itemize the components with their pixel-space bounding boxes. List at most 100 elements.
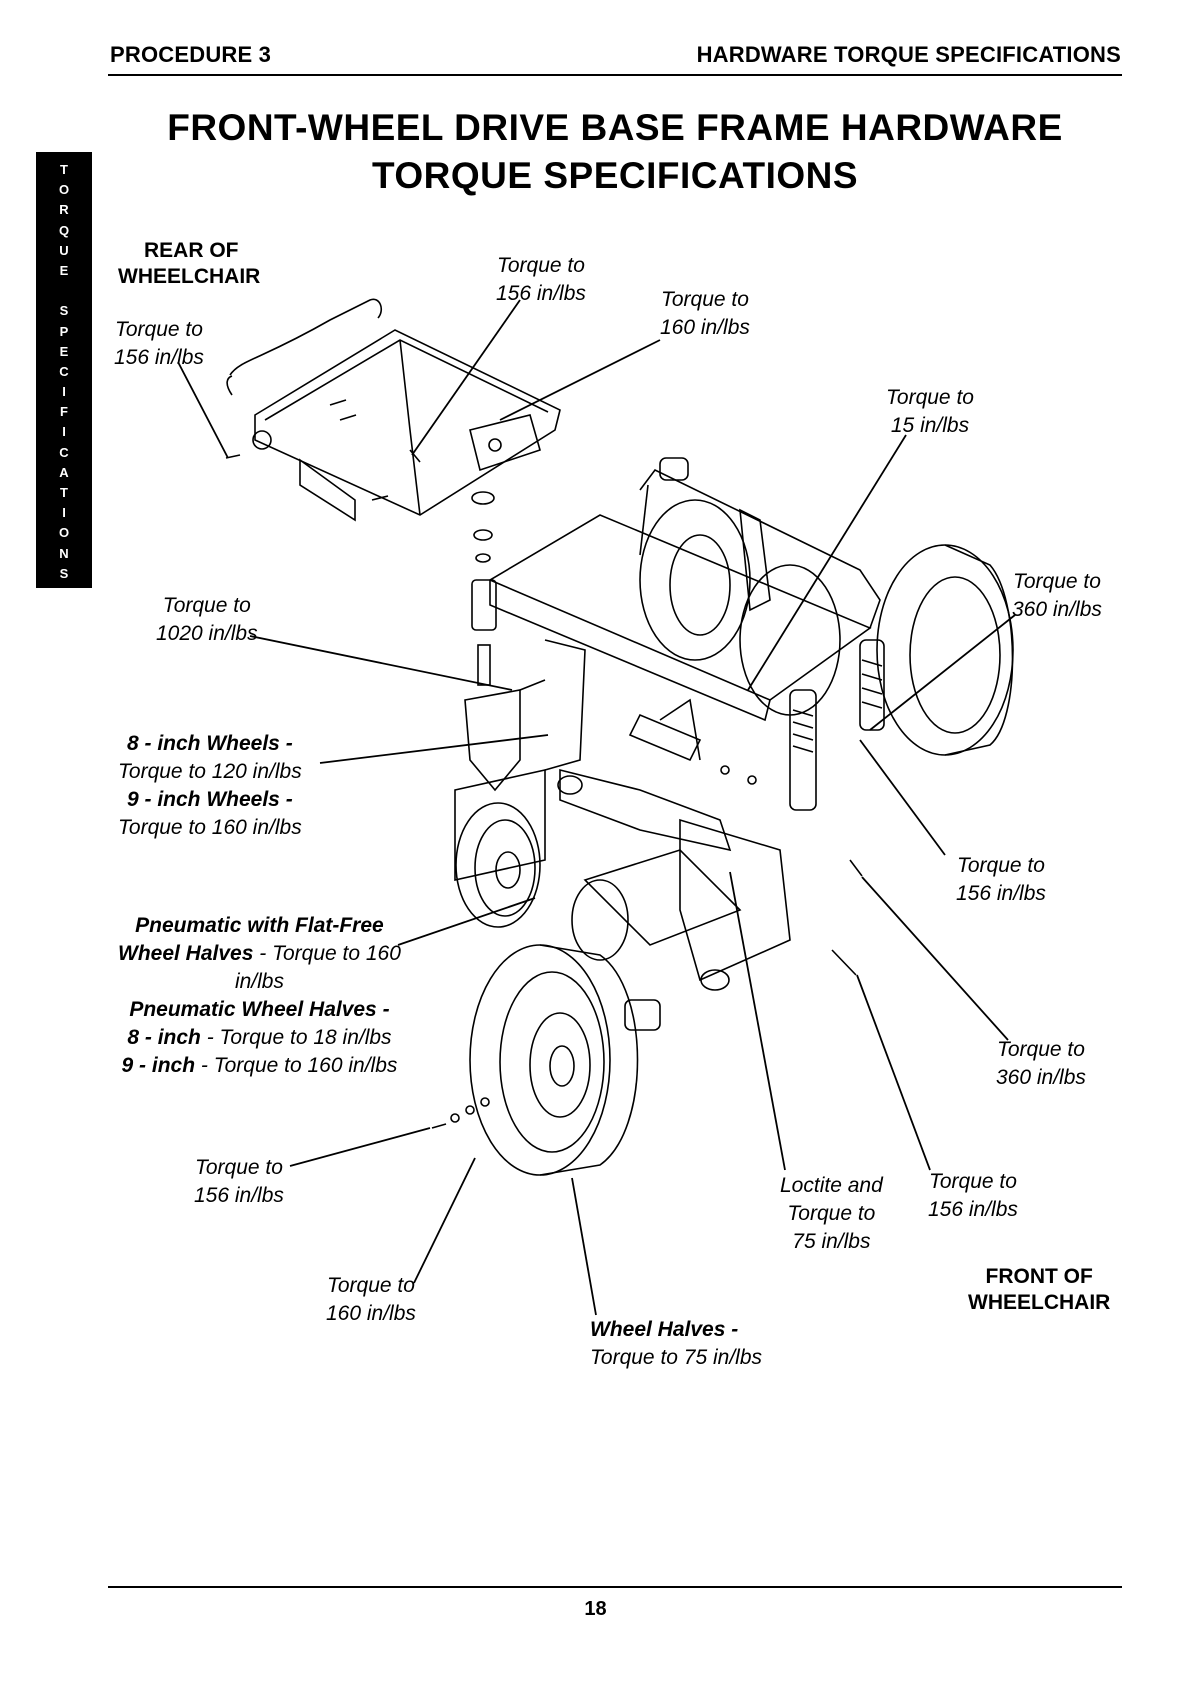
side-tab-letter: A bbox=[59, 464, 69, 480]
callout-seat-center-bolt: Torque to 156 in/lbs bbox=[496, 252, 586, 308]
callout-line: Torque to bbox=[114, 318, 203, 341]
callout-line: Torque to bbox=[162, 594, 251, 617]
callout-line: 360 in/lbs bbox=[996, 1066, 1086, 1089]
callout-line: Torque to bbox=[660, 288, 749, 311]
page-title-line1: FRONT-WHEEL DRIVE BASE FRAME HARDWARE bbox=[167, 107, 1063, 148]
callout-line: 1020 in/lbs bbox=[156, 622, 258, 645]
callout-line: 156 in/lbs bbox=[928, 1198, 1018, 1221]
callout-arm-bolt: Torque to 156 in/lbs bbox=[928, 1168, 1018, 1224]
side-tab-letter: I bbox=[62, 424, 66, 440]
callout-line: 156 in/lbs bbox=[114, 346, 204, 369]
callout-line: 156 in/lbs bbox=[956, 882, 1046, 905]
side-tab-letter: U bbox=[59, 242, 69, 258]
suspension-arm-drawing bbox=[557, 689, 817, 852]
side-tab-letter: E bbox=[59, 343, 69, 359]
callout-shock-lower: Torque to 156 in/lbs bbox=[956, 852, 1046, 908]
callout-drive-wheel-bolt: Torque to 156 in/lbs bbox=[194, 1154, 284, 1210]
callout-arm-pivot: Torque to 360 in/lbs bbox=[996, 1036, 1086, 1092]
rear-label-line1: REAR OF bbox=[144, 239, 239, 262]
callout-line: - Torque to 160 bbox=[253, 942, 401, 965]
side-tab-letter: T bbox=[60, 485, 68, 500]
side-tab-letter: Q bbox=[58, 222, 70, 238]
side-tab-letter: O bbox=[58, 525, 70, 541]
pivot-hardware-drawing bbox=[471, 491, 497, 686]
callout-shock-upper: Torque to 360 in/lbs bbox=[1012, 568, 1102, 624]
front-label-line2: WHEELCHAIR bbox=[968, 1291, 1111, 1314]
caster-fork-drawing bbox=[454, 639, 586, 881]
callout-seat-rear-bolt: Torque to 156 in/lbs bbox=[114, 316, 204, 372]
callout-seat-bracket-bolt: Torque to 160 in/lbs bbox=[660, 286, 750, 342]
callout-caster-axle: 8 - inch Wheels - Torque to 120 in/lbs 9… bbox=[118, 730, 302, 842]
page-number: 18 bbox=[584, 1598, 607, 1620]
callout-line: Torque to bbox=[194, 1156, 283, 1179]
callout-line: Torque to bbox=[326, 1274, 415, 1297]
callout-line: 8 - inch Wheels - bbox=[127, 732, 293, 755]
section-title: HARDWARE TORQUE SPECIFICATIONS bbox=[696, 42, 1121, 67]
rear-label-line2: WHEELCHAIR bbox=[118, 265, 261, 288]
callout-line: Wheel Halves - bbox=[590, 1318, 739, 1341]
procedure-label: PROCEDURE 3 bbox=[110, 42, 272, 67]
drive-motor-drawing bbox=[571, 698, 791, 991]
callout-line: Torque to 160 in/lbs bbox=[118, 816, 302, 839]
side-tab-letter: C bbox=[59, 363, 69, 379]
callout-frame-15: Torque to 15 in/lbs bbox=[886, 384, 974, 440]
footer-rule bbox=[108, 1586, 1122, 1588]
callout-line: Torque to bbox=[996, 1038, 1085, 1061]
callout-line: Torque to bbox=[928, 1170, 1017, 1193]
rear-of-wheelchair-label: REAR OF WHEELCHAIR bbox=[118, 238, 260, 290]
callout-line: Wheel Halves bbox=[118, 942, 254, 965]
side-tab-letter: C bbox=[59, 444, 69, 460]
callout-line: Torque to bbox=[496, 254, 585, 277]
callout-caster-stem: Torque to 1020 in/lbs bbox=[156, 592, 258, 648]
callout-line: Torque to 120 in/lbs bbox=[118, 760, 302, 783]
side-tab-letter: I bbox=[62, 505, 66, 521]
callout-line: Torque to bbox=[1012, 570, 1101, 593]
callout-motor-mount: Loctite and Torque to 75 in/lbs bbox=[780, 1172, 883, 1256]
callout-line: - Torque to 160 in/lbs bbox=[195, 1054, 398, 1077]
right-drive-assembly-drawing bbox=[639, 499, 1014, 756]
callout-line: 15 in/lbs bbox=[890, 414, 970, 437]
page-title: FRONT-WHEEL DRIVE BASE FRAME HARDWARE TO… bbox=[108, 104, 1122, 200]
callout-line: 8 - inch bbox=[127, 1026, 201, 1049]
side-tab-letter: E bbox=[59, 262, 69, 278]
callout-line: 160 in/lbs bbox=[660, 316, 750, 339]
callout-line: 160 in/lbs bbox=[326, 1302, 416, 1325]
callout-line: Torque to bbox=[787, 1202, 876, 1225]
callout-drive-wheel-halves: Wheel Halves - Torque to 75 in/lbs bbox=[590, 1316, 762, 1372]
callout-drive-wheel-hub: Torque to 160 in/lbs bbox=[326, 1272, 416, 1328]
callout-line: in/lbs bbox=[234, 970, 284, 993]
side-tab-letter: F bbox=[60, 404, 68, 420]
callout-line: 156 in/lbs bbox=[194, 1184, 284, 1207]
callout-line: 75 in/lbs bbox=[792, 1230, 871, 1253]
main-frame-drawing bbox=[488, 457, 881, 722]
callout-line: 9 - inch bbox=[121, 1054, 196, 1077]
leader-lines bbox=[177, 299, 1016, 1316]
drive-wheel-drawing bbox=[469, 944, 661, 1176]
side-tab-letter: P bbox=[59, 323, 69, 339]
callout-line: Pneumatic Wheel Halves - bbox=[129, 998, 390, 1021]
callout-line: 156 in/lbs bbox=[496, 282, 586, 305]
page-title-line2: TORQUE SPECIFICATIONS bbox=[371, 155, 859, 196]
callout-line: Pneumatic with Flat-Free bbox=[135, 914, 384, 937]
front-label-line1: FRONT OF bbox=[985, 1265, 1093, 1288]
side-tab-letter: N bbox=[59, 545, 69, 561]
callout-line: 360 in/lbs bbox=[1012, 598, 1102, 621]
callout-line: Loctite and bbox=[780, 1174, 883, 1197]
callout-line: Torque to bbox=[886, 386, 974, 409]
seat-frame-drawing bbox=[225, 298, 561, 522]
front-of-wheelchair-label: FRONT OF WHEELCHAIR bbox=[968, 1264, 1110, 1316]
header-rule bbox=[108, 74, 1122, 76]
callout-line: Torque to bbox=[956, 854, 1045, 877]
caster-wheel-drawing bbox=[455, 802, 541, 928]
side-tab-letter: S bbox=[59, 303, 69, 319]
callout-line: 9 - inch Wheels - bbox=[127, 788, 293, 811]
side-tab-letter: R bbox=[59, 202, 69, 218]
loose-hardware-drawing bbox=[431, 765, 863, 1129]
side-tab-letter: O bbox=[58, 182, 70, 198]
side-tab-letter: I bbox=[62, 384, 66, 400]
callout-caster-wheel-halves: Pneumatic with Flat-Free Wheel Halves - … bbox=[118, 912, 401, 1080]
callout-line: Torque to 75 in/lbs bbox=[590, 1346, 763, 1369]
side-tab-letter: S bbox=[59, 565, 69, 581]
side-tab-letter: T bbox=[60, 162, 68, 177]
